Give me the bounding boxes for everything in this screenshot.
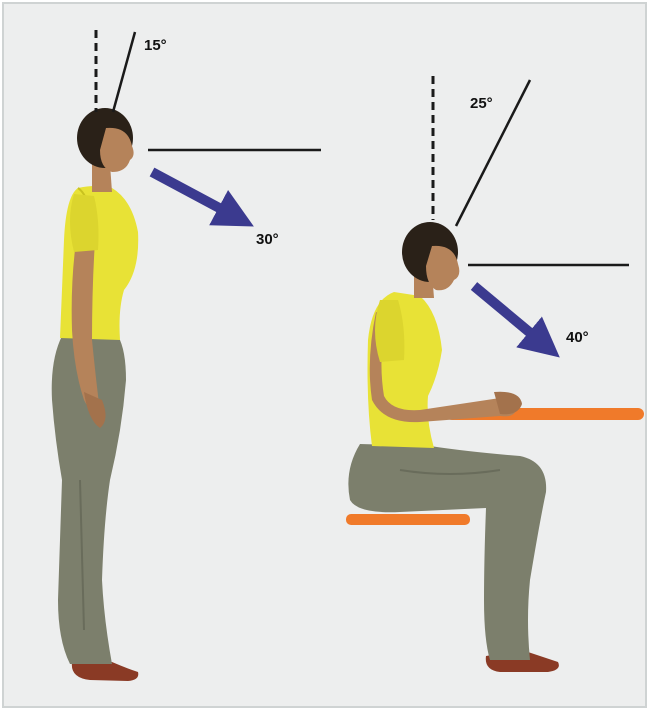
standing-head-tilt-label: 15° <box>144 37 167 54</box>
seated-head-tilt-label: 25° <box>470 95 493 112</box>
seat <box>346 514 470 525</box>
seated-gaze-label: 40° <box>566 329 589 346</box>
standing-gaze-label: 30° <box>256 231 279 248</box>
